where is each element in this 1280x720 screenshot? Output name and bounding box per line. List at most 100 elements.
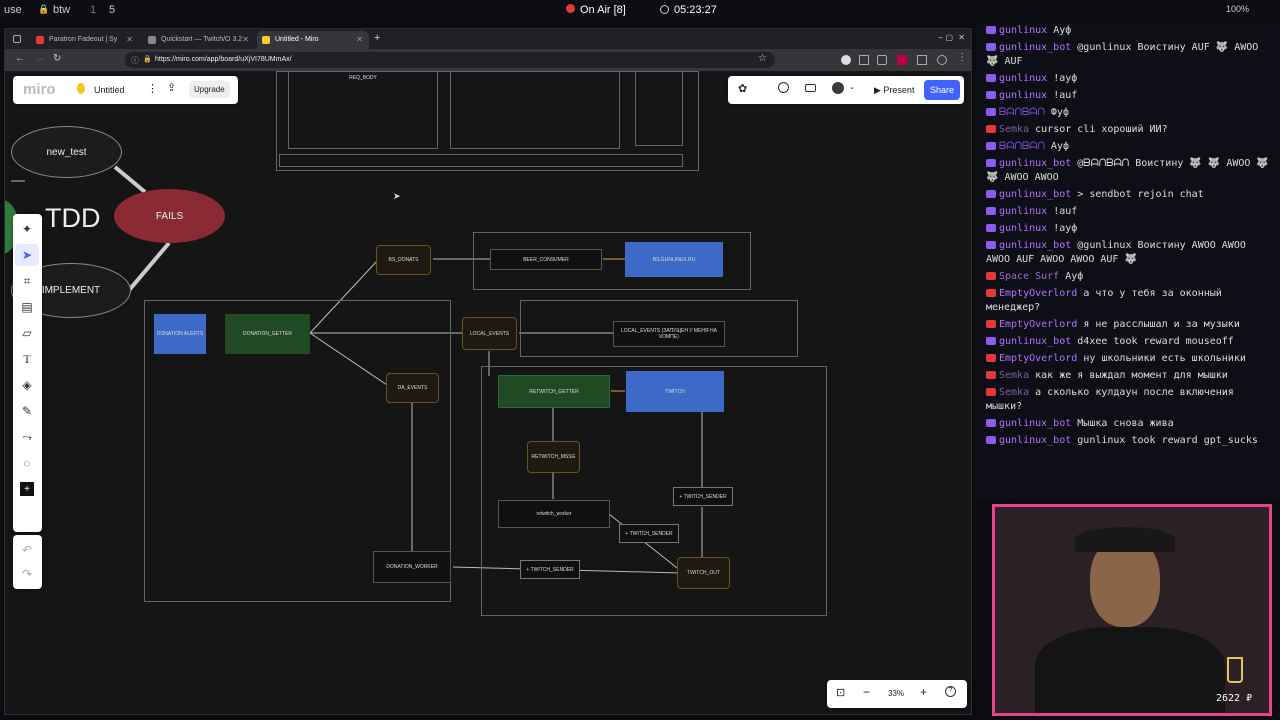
video-icon[interactable]: [805, 84, 816, 92]
zoom-out-button[interactable]: −: [863, 685, 871, 699]
pen-icon[interactable]: ✎: [21, 404, 33, 418]
chat-text: Фуф: [1050, 107, 1069, 118]
page-icon: [148, 36, 156, 44]
maximize-button[interactable]: ▢: [945, 33, 953, 42]
magic-icon[interactable]: ✦: [21, 222, 33, 236]
twitch-out-node[interactable]: TWITCH_OUT: [677, 557, 730, 589]
present-button[interactable]: ▶ Present: [874, 85, 915, 95]
chat-text: @gunlinux Воистину AWOO AWOO AWOO AUF AW…: [986, 240, 1246, 265]
frame-box[interactable]: [279, 154, 683, 167]
bs-donats-node[interactable]: BS_DONATS: [376, 245, 431, 275]
extension-icon[interactable]: [897, 55, 907, 65]
extension-icon[interactable]: [877, 55, 887, 65]
export-icon[interactable]: ⇪: [167, 82, 177, 94]
menu-icon[interactable]: ⋮: [957, 52, 967, 63]
board-menu-icon[interactable]: ⋮: [147, 83, 158, 95]
tab-paratron[interactable]: Paratron Fadeout | Sy ✕: [31, 31, 139, 49]
new-tab-button[interactable]: +: [374, 32, 381, 44]
bookmark-star-icon[interactable]: ☆: [758, 53, 767, 64]
window-close-button[interactable]: ✕: [958, 33, 965, 42]
twitch-icon: [986, 436, 996, 444]
tab-overview-icon[interactable]: [13, 35, 21, 43]
close-icon[interactable]: ✕: [126, 35, 133, 44]
sticky-note-icon[interactable]: ▱: [22, 326, 32, 340]
da-events-node[interactable]: DA_EVENTS: [386, 373, 439, 403]
shapes-icon[interactable]: ◈: [22, 378, 32, 392]
zoom-level[interactable]: 33%: [888, 689, 905, 698]
close-icon[interactable]: ✕: [356, 35, 363, 44]
bs-gunlinux-node[interactable]: BS.GUNLINUX.RU: [625, 242, 723, 277]
close-icon[interactable]: ✕: [242, 35, 249, 44]
chat-text: cursor cli хороший ИИ?: [1035, 124, 1168, 135]
minimize-button[interactable]: –: [938, 33, 943, 42]
frames-icon[interactable]: ⊡: [836, 687, 846, 699]
comment-icon[interactable]: [778, 82, 789, 93]
board-name[interactable]: Untitled: [94, 85, 125, 95]
address-bar[interactable]: ⓘ 🔒 https://miro.com/app/board/uXjVI78UM…: [125, 52, 775, 68]
extension-icon[interactable]: [917, 55, 927, 65]
reload-icon[interactable]: ↻: [53, 53, 62, 64]
chat-message: gunlinux_bot d4xee took reward mouseoff: [976, 333, 1280, 350]
retwitch-worker-node[interactable]: retwitch_worker: [498, 500, 610, 528]
undo-icon[interactable]: ↶: [21, 543, 33, 557]
twitch-sender-node[interactable]: + TWITCH_SENDER: [520, 560, 580, 579]
twitch-sender-node[interactable]: + TWITCH_SENDER: [673, 487, 733, 506]
chat-username: gunlinux_bot: [999, 158, 1072, 169]
youtube-icon: [986, 388, 996, 396]
local-events-node[interactable]: LOCAL_EVENTS: [462, 317, 517, 350]
twitch-icon: [986, 142, 996, 150]
help-icon[interactable]: ?: [945, 686, 956, 697]
lock-icon: 🔒: [143, 56, 152, 63]
local-events-desc-node[interactable]: LOCAL_EVENTS (ЗАПУЩЕН У МЕНЯ НА КОМПЕ): [613, 321, 725, 347]
twitch-node[interactable]: TWITCH: [626, 371, 724, 412]
text-icon[interactable]: T: [23, 351, 31, 366]
workspace-5[interactable]: 5: [109, 4, 116, 16]
frame-local[interactable]: [520, 300, 798, 357]
select-icon[interactable]: ➤: [15, 244, 39, 266]
chevron-down-icon[interactable]: ⌄: [849, 84, 855, 91]
redo-icon[interactable]: ↷: [21, 567, 33, 581]
zoom-in-button[interactable]: +: [920, 685, 928, 699]
fails-node[interactable]: FAILS: [114, 189, 225, 243]
add-icon[interactable]: +: [20, 482, 34, 496]
beer-consumer-node[interactable]: BEER_CONSUMER: [490, 249, 602, 270]
present-label: Present: [883, 85, 915, 95]
comment-icon[interactable]: ◌: [23, 456, 31, 470]
frame-box[interactable]: [450, 71, 620, 149]
frame-box[interactable]: [635, 71, 683, 146]
share-button[interactable]: Share: [924, 80, 961, 100]
connector-icon[interactable]: ⤳: [22, 429, 32, 444]
template-icon[interactable]: ▤: [21, 300, 33, 314]
forward-icon[interactable]: →: [35, 53, 45, 64]
profile-icon[interactable]: [841, 55, 851, 65]
retwitch-getter-node[interactable]: RETWITCH_GETTER: [498, 375, 610, 408]
reactions-icon[interactable]: ✿: [738, 83, 748, 95]
avatar[interactable]: [832, 82, 844, 94]
frame-bs[interactable]: [473, 232, 751, 290]
chat-username: gunlinux_bot: [999, 418, 1072, 429]
donation-getter-node[interactable]: DONATION_GETTER: [225, 314, 310, 354]
upgrade-button[interactable]: Upgrade: [189, 81, 230, 98]
tab-quickstart[interactable]: Quickstart — Twitch/O 3.2 ✕: [143, 31, 255, 49]
chat-message: gunlinux_bot gunlinux took reward gpt_su…: [976, 432, 1280, 449]
req-body-box[interactable]: REQ_BODY: [288, 71, 438, 149]
frame-donations[interactable]: [144, 300, 451, 602]
tab-miro[interactable]: Untitled - Miro ✕: [257, 31, 369, 49]
frame-twitch[interactable]: [481, 366, 827, 616]
workspace-1[interactable]: 1: [90, 4, 97, 16]
twitch-sender-node[interactable]: + TWITCH_SENDER: [619, 524, 679, 543]
donation-worker-node[interactable]: DONATION_WORKER: [373, 551, 451, 583]
donation-alerts-node[interactable]: DONATION ALERTS: [154, 314, 206, 354]
lightbulb-icon[interactable]: [77, 83, 85, 94]
miro-board-canvas[interactable]: REQ_BODY new_test TDD FAILS IMPLEMENT BS…: [5, 71, 971, 714]
chat-message: gunlinux !auf: [976, 87, 1280, 104]
extension-icon[interactable]: [937, 55, 947, 65]
extension-icon[interactable]: [859, 55, 869, 65]
site-info-icon[interactable]: ⓘ: [131, 56, 139, 65]
frame-icon[interactable]: ⌗: [23, 273, 31, 288]
back-icon[interactable]: ←: [15, 53, 25, 64]
new-test-node[interactable]: new_test: [11, 126, 122, 178]
chat-message: gunlinux_bot Мышка снова жива: [976, 415, 1280, 432]
retwitch-mssg-node[interactable]: RETWITCH_MSSG: [527, 441, 580, 473]
miro-logo[interactable]: miro: [23, 81, 56, 98]
